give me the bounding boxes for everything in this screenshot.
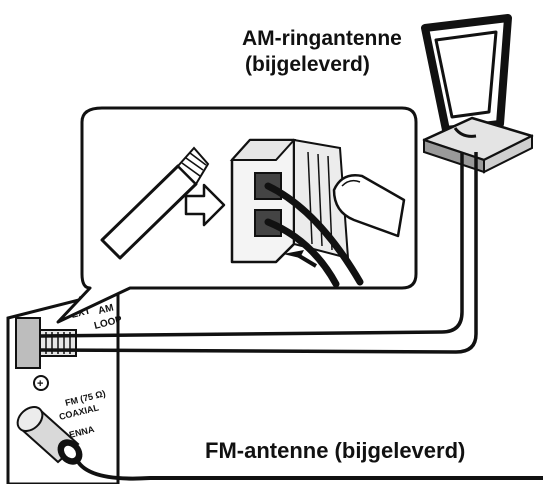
am-antenna-label-line2: (bijgeleverd) — [242, 52, 402, 78]
fm-antenna-label: FM-antenne (bijgeleverd) — [205, 437, 465, 465]
am-loop-antenna-icon — [424, 18, 532, 172]
am-antenna-label: AM-ringantenne (bijgeleverd) — [242, 26, 402, 79]
am-antenna-label-line1: AM-ringantenne — [242, 26, 402, 52]
panel-mark-plus: + — [37, 378, 43, 390]
am-terminal-block — [16, 318, 40, 368]
